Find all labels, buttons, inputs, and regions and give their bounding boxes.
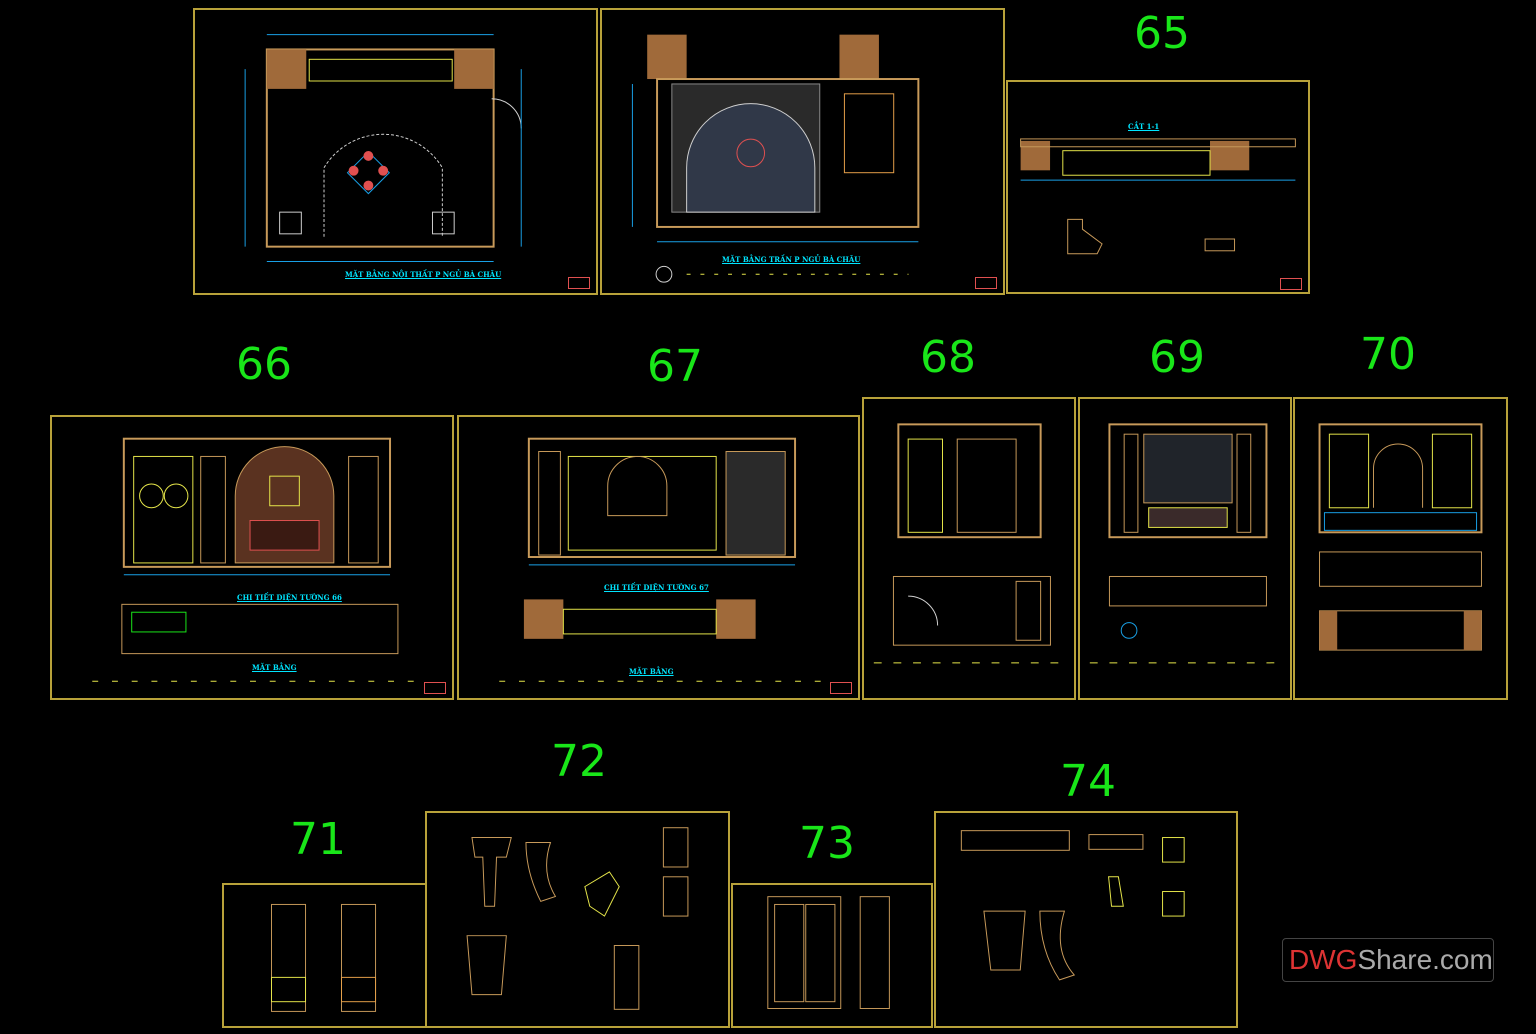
drawing-sheet-69[interactable]	[1078, 397, 1292, 700]
drawing-sheet-ceiling-plan[interactable]: MẶT BẰNG TRẦN P NGỦ BÀ CHÂU	[600, 8, 1005, 295]
caption-plan-67: MẶT BẰNG	[629, 667, 674, 676]
drawing-sheet-70[interactable]	[1293, 397, 1508, 700]
section-drawing	[1020, 138, 1296, 255]
sheet-number-66: 66	[236, 339, 292, 390]
drawing-sheet-interior-plan[interactable]: MẶT BẰNG NỘI THẤT P NGỦ BÀ CHÂU	[193, 8, 598, 295]
wall-elevation-66	[92, 437, 428, 682]
detail-74	[960, 830, 1185, 981]
elevation-70	[1318, 423, 1483, 651]
drawing-sheet-71[interactable]	[222, 883, 427, 1028]
elevation-69	[1089, 423, 1277, 664]
caption-wall-67: CHI TIẾT DIỆN TƯỜNG 67	[604, 583, 709, 592]
dwgshare-watermark: DWGShare.com	[1282, 938, 1494, 982]
sheet-number-73: 73	[799, 818, 855, 869]
drawing-sheet-73[interactable]	[731, 883, 933, 1028]
brand-dwg: DWG	[1289, 944, 1358, 975]
title-block	[975, 277, 997, 289]
sheet-number-74: 74	[1060, 756, 1116, 807]
title-block	[568, 277, 590, 289]
sheet-number-71: 71	[290, 814, 346, 865]
caption-wall-66: CHI TIẾT DIỆN TƯỜNG 66	[237, 593, 342, 602]
sheet-number-65: 65	[1134, 8, 1190, 59]
brand-share: Share.com	[1357, 944, 1493, 975]
caption-plan-66: MẶT BẰNG	[252, 663, 297, 672]
title-block	[424, 682, 446, 694]
detail-72	[466, 827, 689, 1010]
drawing-sheet-65[interactable]: CẮT 1-1	[1006, 80, 1310, 294]
sheet-number-70: 70	[1360, 329, 1416, 380]
drawing-sheet-74[interactable]	[934, 811, 1238, 1028]
caption-ceiling-plan: MẶT BẰNG TRẦN P NGỦ BÀ CHÂU	[722, 255, 861, 264]
sheet-number-69: 69	[1149, 332, 1205, 383]
elevation-68	[873, 423, 1061, 664]
drawing-sheet-66[interactable]: CHI TIẾT DIỆN TƯỜNG 66 MẶT BẰNG	[50, 415, 454, 700]
drawing-sheet-72[interactable]	[425, 811, 730, 1028]
sheet-number-72: 72	[551, 736, 607, 787]
floor-plan-drawing	[244, 34, 522, 262]
sheet-number-68: 68	[920, 332, 976, 383]
sheet-number-67: 67	[647, 341, 703, 392]
wall-elevation-67	[499, 437, 835, 682]
title-block	[1280, 278, 1302, 290]
detail-71	[271, 903, 377, 1012]
ceiling-plan-drawing	[631, 34, 920, 283]
drawing-sheet-67[interactable]: CHI TIẾT DIỆN TƯỜNG 67 MẶT BẰNG	[457, 415, 860, 700]
drawing-sheet-68[interactable]	[862, 397, 1076, 700]
title-block	[830, 682, 852, 694]
caption-section-1-1: CẮT 1-1	[1128, 122, 1160, 131]
caption-interior-plan: MẶT BẰNG NỘI THẤT P NGỦ BÀ CHÂU	[345, 270, 502, 279]
detail-73	[767, 896, 890, 1009]
